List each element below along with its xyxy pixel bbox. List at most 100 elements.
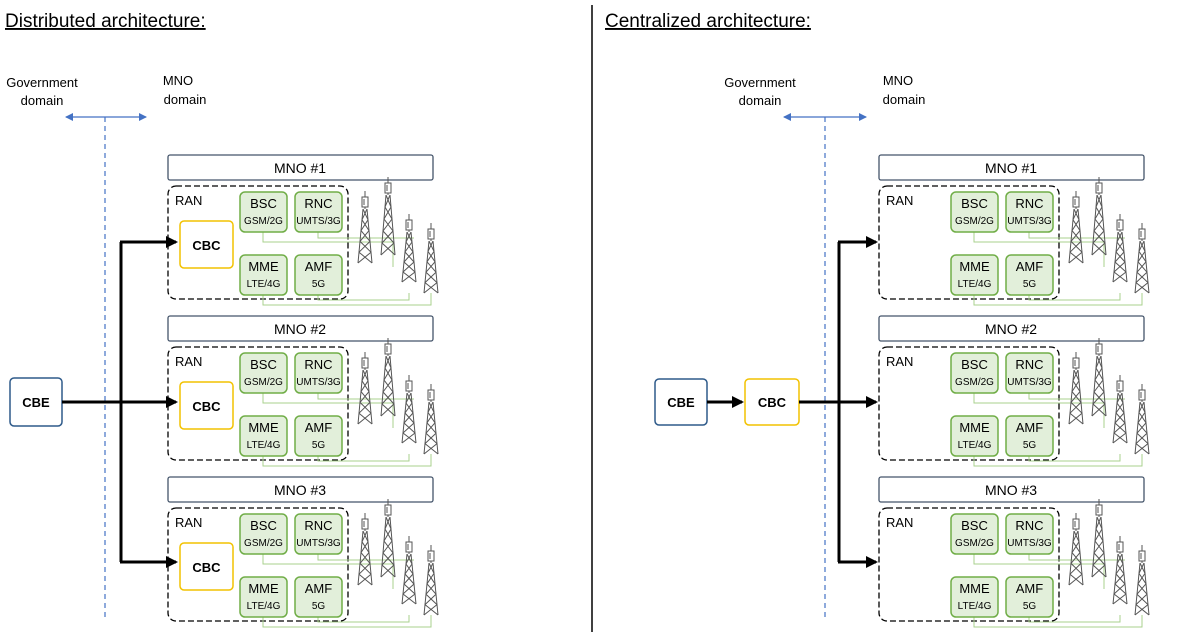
mno-domain-label-line1: MNO bbox=[883, 73, 913, 88]
gov-domain-label-line1: Government bbox=[6, 75, 78, 90]
rnc-label: RNC bbox=[1015, 357, 1043, 372]
rnc-label: RNC bbox=[304, 357, 332, 372]
cell-tower-icon bbox=[380, 177, 396, 256]
backhaul-line bbox=[1028, 293, 1121, 301]
backhaul-line bbox=[317, 615, 410, 623]
mme-generation-label: LTE/4G bbox=[958, 601, 992, 612]
rnc-generation-label: UMTS/3G bbox=[296, 538, 341, 549]
cbc-box bbox=[179, 220, 234, 269]
ran-label: RAN bbox=[175, 354, 202, 369]
amf-label: AMF bbox=[1016, 581, 1044, 596]
bsc-generation-label: GSM/2G bbox=[244, 538, 283, 549]
ran-label: RAN bbox=[886, 515, 913, 530]
backhaul-line bbox=[262, 232, 394, 267]
cell-tower-icon bbox=[1134, 384, 1150, 455]
cbe-label: CBE bbox=[667, 395, 695, 410]
ran-box bbox=[167, 507, 349, 622]
mno-header bbox=[167, 315, 434, 342]
cell-tower-icon bbox=[1112, 375, 1128, 444]
cell-tower-icon bbox=[1068, 191, 1084, 264]
cell-tower-icon bbox=[401, 214, 417, 283]
cell-tower-icon bbox=[1068, 352, 1084, 425]
mme-label: MME bbox=[959, 420, 990, 435]
backhaul-line bbox=[973, 454, 1143, 467]
rnc-label: RNC bbox=[1015, 518, 1043, 533]
backhaul-line bbox=[1028, 615, 1121, 623]
mno-header bbox=[878, 476, 1145, 503]
mno-header-label: MNO #3 bbox=[274, 482, 326, 498]
centralized-title: Centralized architecture: bbox=[605, 11, 811, 32]
mno-header-label: MNO #2 bbox=[985, 321, 1037, 337]
mno-block-3: MNO #3RANCBCBSCGSM/2GRNCUMTS/3GMMELTE/4G… bbox=[167, 476, 439, 628]
amf-generation-label: 5G bbox=[312, 279, 326, 290]
bsc-node: BSC GSM/2G bbox=[239, 513, 288, 555]
cell-tower-icon bbox=[357, 352, 373, 425]
cbe-label: CBE bbox=[22, 395, 50, 410]
ran-box bbox=[878, 185, 1060, 300]
amf-label: AMF bbox=[305, 581, 333, 596]
mno-header bbox=[878, 154, 1145, 181]
mno-header bbox=[167, 476, 434, 503]
cell-tower-icon bbox=[380, 338, 396, 417]
mme-label: MME bbox=[959, 259, 990, 274]
gov-domain-label-line2: domain bbox=[739, 93, 782, 108]
backhaul-line bbox=[262, 393, 394, 428]
cell-tower-icon bbox=[401, 375, 417, 444]
centralized-panel: Centralized architecture: Government dom… bbox=[605, 11, 1150, 628]
cell-tower-icon bbox=[1091, 177, 1107, 256]
amf-generation-label: 5G bbox=[1023, 440, 1037, 451]
bsc-label: BSC bbox=[250, 518, 277, 533]
ran-label: RAN bbox=[175, 515, 202, 530]
mno-header-label: MNO #1 bbox=[985, 160, 1037, 176]
mme-label: MME bbox=[248, 420, 279, 435]
rnc-label: RNC bbox=[1015, 196, 1043, 211]
amf-node: AMF 5G bbox=[1005, 415, 1054, 457]
bsc-generation-label: GSM/2G bbox=[955, 377, 994, 388]
bsc-generation-label: GSM/2G bbox=[955, 216, 994, 227]
cell-tower-icon bbox=[1091, 499, 1107, 578]
mno-domain-label-line1: MNO bbox=[163, 73, 193, 88]
cell-tower-icon bbox=[380, 499, 396, 578]
backhaul-line bbox=[973, 615, 1143, 628]
cell-tower-icon bbox=[1134, 223, 1150, 294]
cell-tower-icon bbox=[357, 191, 373, 264]
cbc-box bbox=[179, 381, 234, 430]
amf-label: AMF bbox=[1016, 420, 1044, 435]
mme-generation-label: LTE/4G bbox=[247, 279, 281, 290]
rnc-generation-label: UMTS/3G bbox=[296, 216, 341, 227]
mno-block-1: MNO #1RANCBCBSCGSM/2GRNCUMTS/3GMMELTE/4G… bbox=[167, 154, 439, 306]
cell-tower-icon bbox=[1134, 545, 1150, 616]
backhaul-line bbox=[262, 554, 394, 589]
cell-tower-icon bbox=[423, 223, 439, 294]
ran-label: RAN bbox=[886, 193, 913, 208]
mno-header-label: MNO #2 bbox=[274, 321, 326, 337]
cell-tower-icon bbox=[423, 545, 439, 616]
cbc-label: CBC bbox=[192, 560, 221, 575]
cbc-label: CBC bbox=[192, 238, 221, 253]
mno-header bbox=[878, 315, 1145, 342]
backhaul-line bbox=[973, 232, 1105, 267]
bsc-generation-label: GSM/2G bbox=[244, 216, 283, 227]
rnc-generation-label: UMTS/3G bbox=[296, 377, 341, 388]
ran-box bbox=[878, 507, 1060, 622]
mno-domain-label-line2: domain bbox=[883, 92, 926, 107]
distributed-panel: Distributed architecture: Government dom… bbox=[5, 11, 439, 628]
ran-label: RAN bbox=[886, 354, 913, 369]
mno-domain-label-line2: domain bbox=[164, 92, 207, 107]
amf-generation-label: 5G bbox=[312, 440, 326, 451]
mme-generation-label: LTE/4G bbox=[247, 601, 281, 612]
